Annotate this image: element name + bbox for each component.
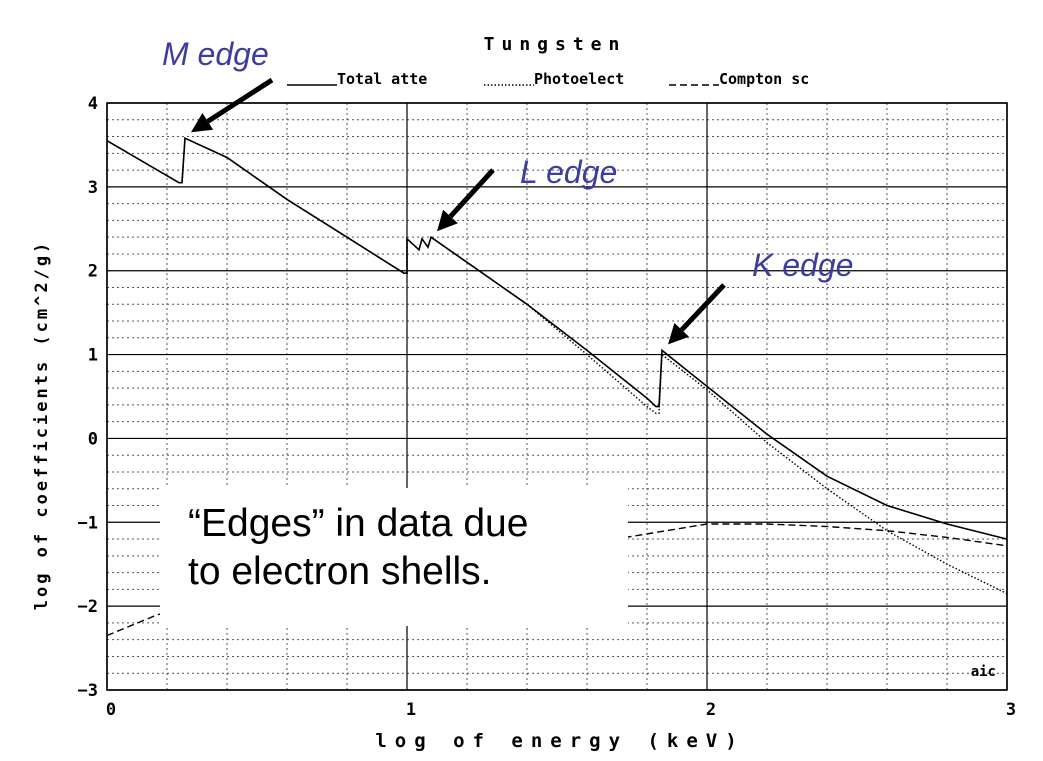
y-tick-label: 0	[88, 429, 98, 449]
corner-label: aic	[971, 664, 996, 680]
y-tick-label: 1	[88, 346, 98, 366]
annotation-label: K edge	[752, 247, 853, 283]
chart-title: Tungsten	[484, 34, 627, 55]
annotation-arrow-shaft	[206, 77, 274, 124]
y-tick-label: 4	[88, 94, 98, 114]
x-axis-label: log of energy (keV)	[375, 730, 744, 752]
plot-frame	[106, 102, 1008, 691]
callout-line-2: to electron shells.	[188, 550, 492, 593]
x-tick-labels: 0 1 2 3	[106, 700, 1016, 720]
legend-label: Total atte	[337, 70, 427, 88]
legend-label: Photoelect	[534, 70, 624, 88]
callout-box	[160, 488, 628, 626]
annotation-arrow-shaft	[448, 168, 495, 219]
y-tick-labels: 4 3 2 1 0 −1 −2 −3	[78, 94, 98, 701]
y-tick-label: 3	[88, 178, 98, 198]
x-tick-label: 2	[706, 700, 716, 720]
x-tick-label: 1	[406, 700, 416, 720]
x-tick-label: 0	[106, 700, 116, 720]
y-tick-label: 2	[88, 262, 98, 282]
callout-text: “Edges” in data due to electron shells.	[188, 500, 618, 596]
legend-label: Compton sc	[719, 70, 809, 88]
annotation-arrow-shaft	[679, 283, 726, 332]
annotation-label: L edge	[520, 154, 617, 190]
y-axis-label: log of coefficients (cm^2/g)	[32, 240, 52, 611]
y-tick-label: −2	[78, 597, 98, 617]
annotation-arrow-head	[191, 113, 214, 133]
annotation-label: M edge	[162, 36, 269, 72]
annotations: M edge L edge K edge	[162, 36, 853, 345]
annotation-arrow-head	[668, 323, 689, 345]
legend: Total atte Photoelect Compton sc	[287, 70, 809, 88]
callout-line-1: “Edges” in data due	[188, 502, 529, 545]
y-tick-label: −1	[78, 513, 98, 533]
annotation-arrow-head	[437, 209, 458, 232]
y-tick-label: −3	[78, 681, 98, 701]
series-line-total-atte	[106, 136, 1008, 540]
x-tick-label: 3	[1006, 700, 1016, 720]
